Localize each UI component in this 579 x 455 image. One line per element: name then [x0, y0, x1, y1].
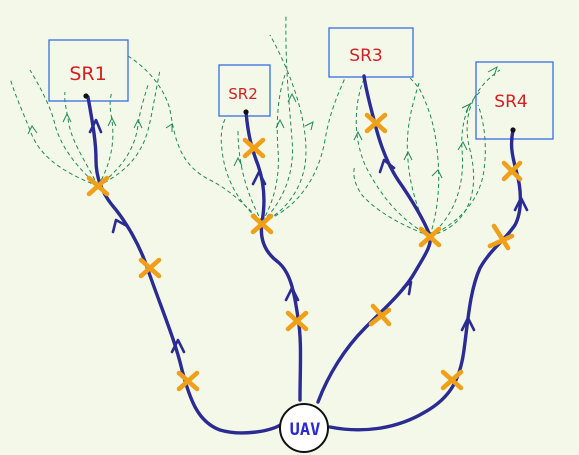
dashed-arrowhead	[233, 156, 243, 167]
path-arrowhead	[460, 316, 476, 332]
path-arrowhead	[88, 118, 103, 134]
dashed-paths	[9, 14, 501, 237]
waypoint-marker	[364, 112, 388, 134]
dashed-arrowhead	[27, 125, 38, 135]
dashed-arrowhead	[107, 116, 117, 127]
sensor-region-label: SR1	[69, 63, 106, 85]
uav-circle	[279, 403, 329, 453]
dashed-path	[64, 91, 99, 187]
path-endpoint	[83, 93, 89, 99]
waypoint-marker	[368, 303, 392, 327]
dashed-arrowhead	[304, 121, 314, 131]
dashed-path	[429, 69, 501, 237]
dashed-path	[97, 91, 114, 187]
dashed-arrowhead	[487, 65, 498, 77]
path-arrowhead	[378, 158, 396, 174]
dashed-path	[353, 164, 431, 237]
dashed-path	[127, 55, 263, 223]
path-endpoint	[510, 127, 516, 133]
sensor-region-box	[475, 61, 554, 140]
dashed-arrowhead	[275, 118, 285, 129]
path-arrowhead	[170, 338, 186, 354]
waypoint-marker	[86, 175, 110, 197]
uav-path-to-sr1	[86, 95, 284, 435]
waypoint-marker	[418, 226, 442, 248]
uav-node: UAV	[279, 403, 329, 453]
sensor-region-sr2: SR2	[218, 64, 271, 117]
sensor-region-box	[218, 64, 271, 117]
dashed-arrowhead	[165, 123, 173, 132]
dashed-arrowhead	[457, 140, 468, 151]
dashed-arrowhead	[62, 112, 72, 123]
path-arrowhead	[401, 280, 413, 296]
dashed-path	[429, 104, 486, 237]
waypoint-markers	[86, 112, 523, 392]
path-arrowhead	[284, 286, 300, 302]
dashed-path	[220, 116, 263, 223]
uav-path-to-sr2	[244, 110, 303, 402]
sensor-region-label: SR4	[494, 92, 527, 112]
dashed-arrowheads	[27, 65, 498, 179]
path-arrowhead	[111, 218, 129, 234]
sensor-region-sr4: SR4	[475, 61, 554, 140]
path-arrowheads	[88, 118, 529, 354]
dashed-path	[9, 77, 99, 187]
dashed-arrowhead	[461, 102, 472, 113]
waypoint-marker	[440, 369, 464, 391]
uav-path-to-sr4	[328, 128, 523, 432]
dashed-arrowhead	[133, 118, 143, 129]
sensor-region-label: SR3	[349, 46, 382, 66]
waypoint-marker	[285, 310, 309, 332]
dashed-arrowhead	[287, 92, 297, 103]
path-endpoint	[243, 109, 249, 115]
sensor-region-box	[328, 27, 414, 78]
waypoint-marker	[176, 370, 200, 392]
waypoint-marker	[250, 213, 274, 235]
uav-label: UAV	[290, 420, 321, 440]
dashed-path	[355, 77, 431, 237]
dashed-path	[261, 34, 307, 223]
dashed-path	[407, 75, 440, 237]
dashed-path	[97, 84, 149, 187]
waypoint-marker	[487, 223, 515, 251]
dashed-arrowhead	[403, 150, 413, 161]
sensor-region-label: SR2	[228, 85, 258, 103]
dashed-arrowhead	[353, 130, 363, 141]
path-arrowhead	[513, 196, 529, 212]
waypoint-marker	[501, 160, 523, 182]
dashed-path	[261, 77, 346, 223]
dashed-arrowhead	[431, 169, 443, 179]
waypoint-marker	[242, 137, 266, 159]
sensor-region-sr3: SR3	[328, 27, 414, 78]
dashed-path	[261, 74, 286, 223]
dashed-path	[237, 129, 263, 223]
sensor-region-sr1: SR1	[48, 39, 129, 102]
path-arrowhead	[251, 170, 267, 186]
waypoint-marker	[138, 257, 162, 279]
dashed-path	[97, 69, 161, 187]
dashed-path	[29, 69, 99, 187]
dashed-path	[261, 14, 294, 223]
